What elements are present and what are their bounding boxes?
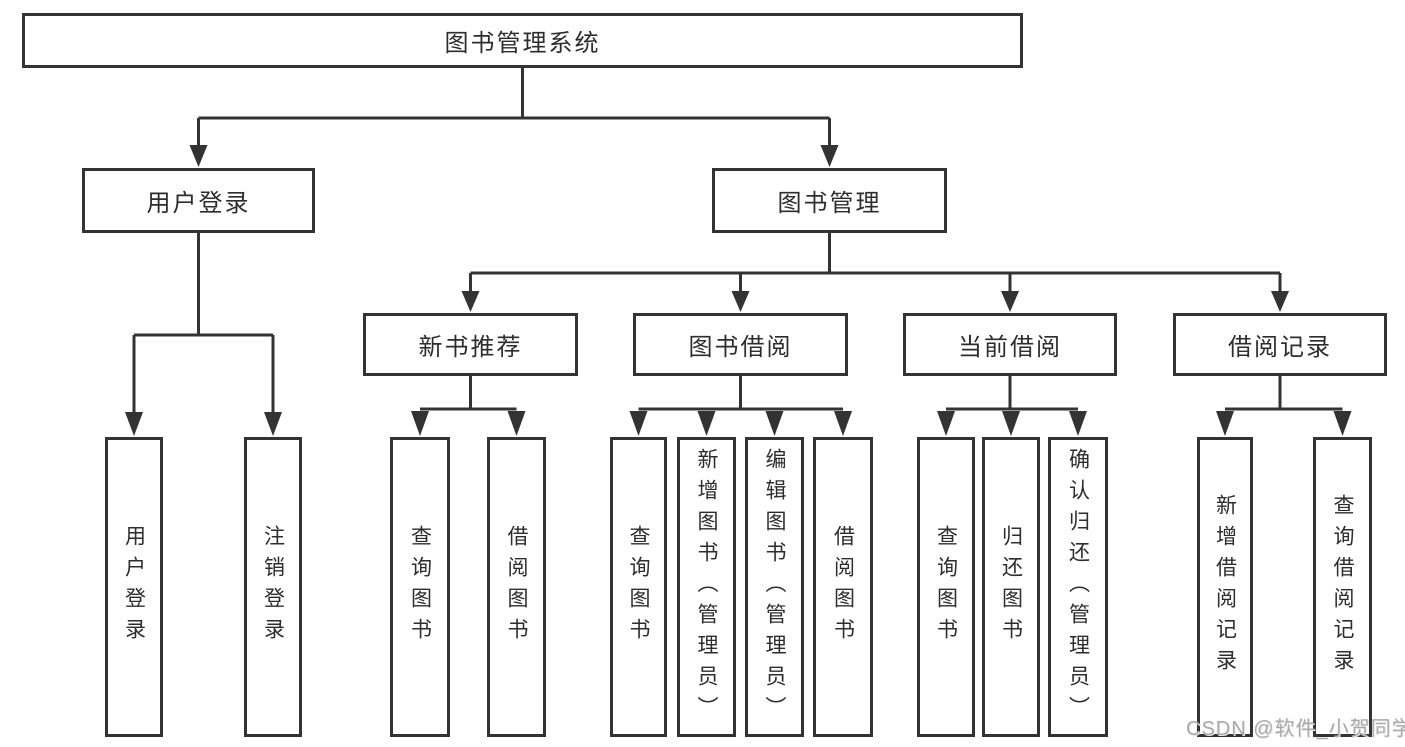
leaf-records-query-record-label: 查询借阅记录 [1331, 494, 1354, 680]
arrowhead-cb-return [1002, 411, 1020, 436]
leaf-borrowing-add-book-admin: 新增图书（管理员） [677, 437, 736, 737]
arrowhead-bb-add [697, 411, 716, 436]
arrowhead-nb-borrow [507, 411, 526, 436]
leaf-records-add-record-label: 新增借阅记录 [1213, 494, 1237, 680]
arrowhead-bb-query [629, 411, 648, 436]
node-current-borrowing: 当前借阅 [903, 313, 1117, 376]
leaf-newrec-query-book-label: 查询图书 [408, 525, 432, 649]
arrowhead-borrow-records [1271, 291, 1289, 312]
leaf-records-add-record: 新增借阅记录 [1197, 437, 1253, 737]
node-book-management: 图书管理 [712, 168, 947, 233]
arrowhead-nb-query [411, 411, 429, 436]
leaf-borrowing-query-book: 查询图书 [610, 437, 667, 737]
node-new-book-recommend: 新书推荐 [363, 313, 578, 376]
leaf-borrowing-borrow-book: 借阅图书 [813, 437, 873, 737]
arrowhead-leaf-logout [264, 412, 282, 436]
node-user-login: 用户登录 [82, 168, 315, 233]
leaf-current-return-book: 归还图书 [982, 437, 1040, 737]
csdn-watermark: CSDN @软件_小贺同学 [1186, 718, 1405, 740]
arrowhead-book-mgmt [820, 145, 839, 167]
leaf-newrec-query-book: 查询图书 [390, 437, 450, 737]
node-root-library-system: 图书管理系统 [22, 13, 1023, 68]
leaf-current-return-book-label: 归还图书 [999, 525, 1023, 649]
leaf-current-query-book: 查询图书 [917, 437, 975, 737]
leaf-current-query-book-label: 查询图书 [934, 525, 958, 649]
arrowhead-new-rec [461, 291, 480, 312]
leaf-user-login: 用户登录 [105, 437, 163, 737]
arrowhead-bb-borrow [834, 411, 852, 436]
arrowhead-current-borrow [1001, 291, 1019, 312]
leaf-records-query-record: 查询借阅记录 [1313, 437, 1372, 737]
leaf-user-login-label: 用户登录 [122, 525, 146, 649]
leaf-borrowing-borrow-book-label: 借阅图书 [831, 525, 855, 649]
node-book-borrowing: 图书借阅 [633, 313, 848, 376]
leaf-borrowing-edit-book-admin-label: 编辑图书（管理员） [763, 447, 786, 727]
leaf-current-confirm-return-admin-label: 确认归还（管理员） [1066, 447, 1090, 727]
leaf-newrec-borrow-book: 借阅图书 [487, 437, 546, 737]
leaf-current-confirm-return-admin: 确认归还（管理员） [1048, 437, 1108, 737]
arrowhead-book-borrow [731, 291, 750, 312]
arrowhead-cb-confirm [1069, 411, 1087, 436]
leaf-borrowing-query-book-label: 查询图书 [627, 525, 650, 649]
arrowhead-user-login [189, 145, 208, 167]
leaf-logout: 注销登录 [244, 437, 302, 737]
node-borrowing-records: 借阅记录 [1173, 313, 1387, 376]
arrowhead-cb-query [937, 411, 955, 436]
leaf-borrowing-add-book-admin-label: 新增图书（管理员） [695, 447, 718, 727]
arrowhead-bb-edit [765, 411, 784, 436]
leaf-newrec-borrow-book-label: 借阅图书 [505, 525, 528, 649]
leaf-logout-label: 注销登录 [261, 525, 285, 649]
arrowhead-br-add [1216, 411, 1234, 436]
leaf-borrowing-edit-book-admin: 编辑图书（管理员） [745, 437, 804, 737]
arrowhead-br-query [1333, 411, 1352, 436]
arrowhead-leaf-user-login [125, 412, 143, 436]
